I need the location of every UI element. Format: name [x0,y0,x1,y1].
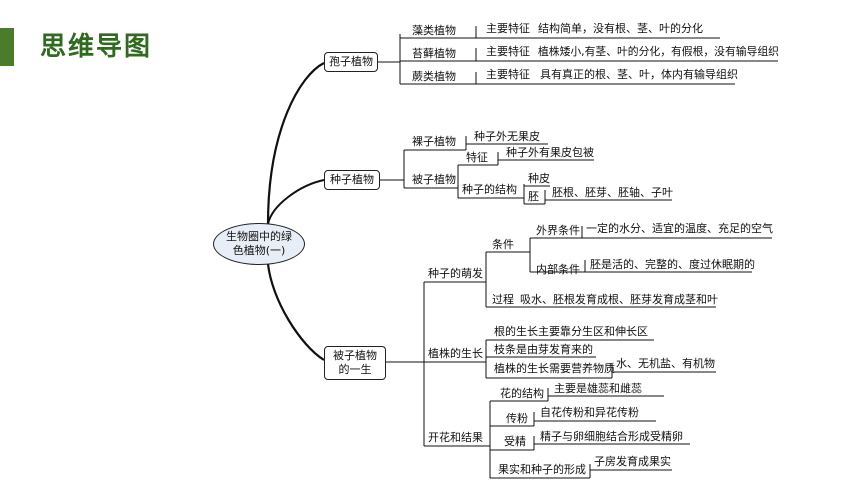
fertilization: 精子与卵细胞结合形成受精卵 [540,430,683,443]
life-label-line-1: 被子植物 [333,349,377,362]
node-flowering-fruiting: 开花和结果 [428,431,483,444]
header-accent-bar [0,28,14,66]
life-label-line-2: 的一生 [338,363,372,376]
fern-desc: 具有真正的根、茎、叶，体内有输导组织 [540,68,738,81]
external-conditions-label: 外界条件 [536,224,580,237]
node-angiosperm-life: 被子植物 的一生 [324,346,386,380]
pollination-label: 传粉 [506,412,528,425]
node-seed-plants: 种子植物 [324,170,380,190]
internal-conditions-label: 内部条件 [536,263,580,276]
root-line-1: 生物圈中的绿 [226,230,292,243]
seed-structure-label: 种子的结构 [462,183,517,196]
germination-process: 吸水、胚根发育成根、胚芽发育成茎和叶 [520,293,718,306]
fern-key: 主要特征 [486,68,530,81]
seed-coat: 种皮 [528,172,550,185]
growth-root: 根的生长主要靠分生区和伸长区 [494,325,648,338]
external-conditions: 一定的水分、适宜的温度、充足的空气 [586,222,773,235]
growth-nutrition: 植株的生长需要营养物质 [494,362,615,375]
connector-seed-bracket [378,150,405,188]
algae-key: 主要特征 [486,22,530,35]
node-angiosperm: 被子植物 [412,173,456,186]
node-growth: 植株的生长 [428,347,483,360]
fruit-seed-formation-label: 果实和种子的形成 [498,463,586,476]
angiosperm-feature-label: 特征 [466,151,488,164]
conditions-label: 条件 [492,238,514,251]
growth-nutrients: 水、无机盐、有机物 [616,357,715,370]
flower-structure: 主要是雄蕊和雌蕊 [554,382,642,395]
embryo-parts: 胚根、胚芽、胚轴、子叶 [552,186,673,199]
angiosperm-feature: 种子外有果皮包被 [506,146,594,159]
page-title: 思维导图 [40,32,153,62]
internal-conditions: 胚是活的、完整的、度过休眠期的 [590,258,755,271]
node-moss: 苔藓植物 [412,47,456,60]
node-fern: 蕨类植物 [412,70,456,83]
gymnosperm-feature: 种子外无果皮 [474,130,540,143]
connector-spore-bracket [376,34,401,84]
fertilization-label: 受精 [504,435,526,448]
flower-structure-label: 花的结构 [500,387,544,400]
growth-branch: 枝条是由芽发育来的 [494,343,593,356]
fruit-seed-formation: 子房发育成果实 [594,455,671,468]
moss-key: 主要特征 [486,45,530,58]
connector-root-seed [267,179,325,225]
root-node: 生物圈中的绿 色植物(一) [213,223,305,265]
process-label: 过程 [492,293,514,306]
pollination: 自花传粉和异花传粉 [540,406,639,419]
connector-root-spore [266,62,325,225]
seed-embryo: 胚 [528,190,539,203]
moss-desc: 植株矮小,有茎、叶的分化，有假根，没有输导组织 [538,45,779,58]
connector-root-life [266,263,325,361]
node-gymnosperm: 裸子植物 [412,135,456,148]
node-algae: 藻类植物 [412,24,456,37]
root-line-2: 色植物(一) [232,244,286,257]
algae-desc: 结构简单，没有根、茎、叶的分化 [538,22,703,35]
node-spore-plants: 孢子植物 [324,52,378,72]
node-germination: 种子的萌发 [428,267,483,280]
